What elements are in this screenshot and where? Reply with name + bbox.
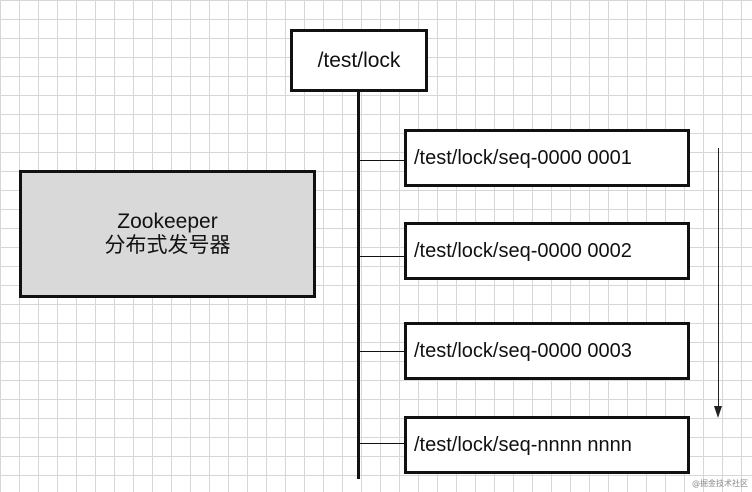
branch-line-3 (359, 351, 405, 352)
child-node-label-2: /test/lock/seq-0000 0002 (414, 239, 632, 262)
root-node-label: /test/lock (317, 48, 401, 72)
child-node-label-3: /test/lock/seq-0000 0003 (414, 339, 632, 362)
tree-trunk-line (357, 92, 360, 479)
generator-subtitle: 分布式发号器 (104, 234, 231, 257)
child-node-1: /test/lock/seq-0000 0001 (404, 129, 690, 187)
branch-line-2 (359, 256, 405, 257)
child-node-label-1: /test/lock/seq-0000 0001 (414, 146, 632, 169)
branch-line-1 (359, 160, 405, 161)
down-arrow-icon (714, 406, 722, 418)
watermark-text: @掘金技术社区 (692, 479, 748, 488)
sequence-arrow-line (718, 148, 719, 410)
child-node-2: /test/lock/seq-0000 0002 (404, 222, 690, 280)
child-node-label-4: /test/lock/seq-nnnn nnnn (414, 433, 632, 456)
child-node-4: /test/lock/seq-nnnn nnnn (404, 416, 690, 474)
zookeeper-generator-box: Zookeeper 分布式发号器 (19, 170, 316, 298)
child-node-3: /test/lock/seq-0000 0003 (404, 322, 690, 380)
branch-line-4 (359, 443, 405, 444)
generator-title: Zookeeper (117, 210, 218, 233)
root-node: /test/lock (290, 29, 428, 92)
